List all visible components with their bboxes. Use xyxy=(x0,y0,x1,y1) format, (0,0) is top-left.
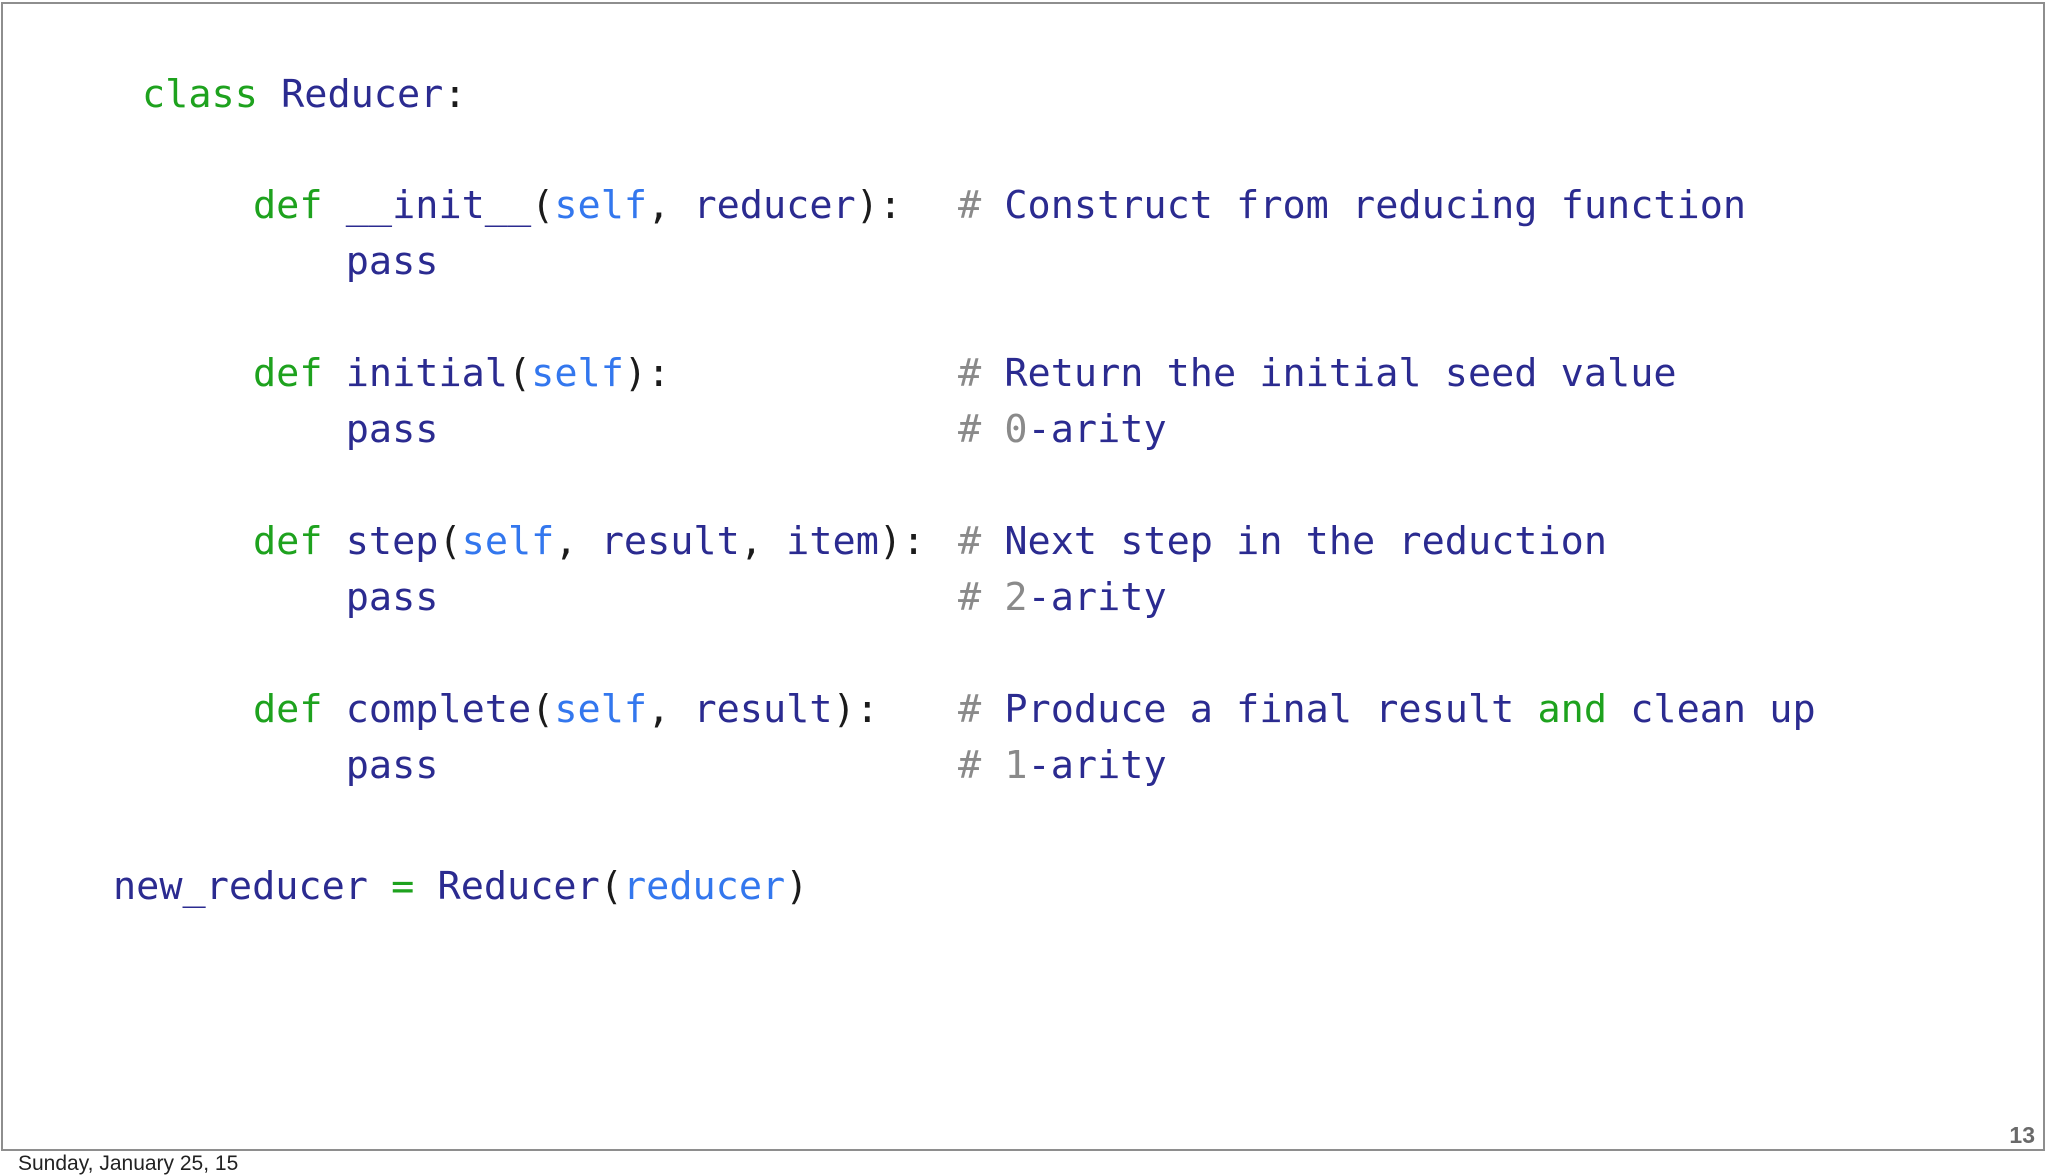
page-number: 13 xyxy=(2009,1122,2035,1148)
footer-date: Sunday, January 25, 15 xyxy=(18,1152,239,1175)
code-class-declaration: class Reducer: xyxy=(142,72,467,117)
slide-canvas: class Reducer: def __init__(self, reduce… xyxy=(1,2,2045,1151)
code-method-definitions: def __init__(self, reducer): pass def in… xyxy=(253,183,926,788)
code-comments-column: # Construct from reducing function # Ret… xyxy=(958,183,1816,788)
code-instantiation-line: new_reducer = Reducer(reducer) xyxy=(113,864,809,909)
